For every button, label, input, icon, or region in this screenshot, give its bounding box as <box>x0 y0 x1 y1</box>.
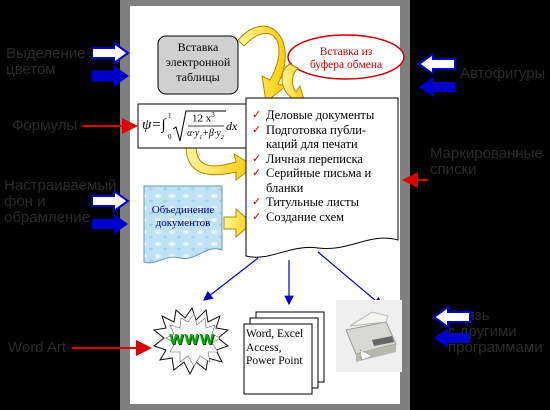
list-item-text: Титульные листы <box>266 195 360 209</box>
formula-dx: dx <box>226 119 238 133</box>
check-icon: ✓ <box>252 123 262 136</box>
check-icon: ✓ <box>252 167 262 179</box>
label-formulas: Формулы <box>12 117 78 134</box>
formula-numerator-text: 12 x <box>192 112 212 125</box>
table-insert-label: Вставка электронной таблицы <box>165 40 231 84</box>
formula: ψ=∫ 1 0 12 x3 α·y1+β·y2 dx <box>142 108 244 146</box>
checklist: ✓ Деловые документы ✓ Подготовка публи- ка… <box>252 108 394 224</box>
programs-label: Word, Excel Access, Power Point <box>246 328 304 367</box>
label-program-links: Связь с другими программами <box>448 307 543 356</box>
formula-numerator-power: 3 <box>211 111 215 119</box>
formula-lower-limit: 0 <box>168 133 172 141</box>
list-item-text: Создание схем <box>266 209 345 224</box>
list-item: ✓ Подготовка публи- каций для печати <box>252 123 394 152</box>
list-item: ✓ Создание схем <box>252 210 394 225</box>
formula-den-sub2: 2 <box>220 135 224 141</box>
merge-docs-label: Объединение документов <box>151 204 215 229</box>
block-arrow-autoshapes-blue <box>419 77 455 97</box>
label-autoshapes: Автофигуры <box>460 65 546 82</box>
label-bulleted-lists: Маркированные списки <box>430 145 543 178</box>
label-highlight: Выделение цветом <box>6 45 86 78</box>
formula-den-a: α·y <box>187 128 200 139</box>
check-icon: ✓ <box>252 152 262 165</box>
check-icon: ✓ <box>252 109 262 121</box>
formula-den-b: +β·y <box>202 128 221 139</box>
formula-upper-limit: 1 <box>168 112 172 120</box>
clipboard-insert-label: Вставка из буфера обмена <box>309 46 383 71</box>
list-item-text: Деловые документы <box>266 108 375 122</box>
formula-den-sub1: 1 <box>199 135 203 141</box>
check-icon: ✓ <box>252 210 262 223</box>
list-item: ✓ Титульные листы <box>252 195 394 210</box>
list-item-text: Личная переписка <box>266 151 363 166</box>
label-background: Настраиваемый фон и обрамление <box>4 177 117 226</box>
block-arrow-autoshapes-white <box>417 52 456 76</box>
formula-radical <box>172 109 226 143</box>
formula-denominator: α·y1+β·y2 <box>187 128 224 141</box>
list-item-text: Подготовка публи- каций для печати <box>266 122 367 152</box>
wordart-text: WWW <box>169 331 215 348</box>
formula-numerator: 12 x3 <box>192 111 215 125</box>
list-item-text: Серийные письма и бланки <box>266 166 372 195</box>
check-icon: ✓ <box>252 196 262 208</box>
list-item: ✓ Серийные письма и бланки <box>252 166 394 195</box>
formula-lhs: ψ=∫ <box>142 117 166 133</box>
list-item: ✓ Деловые документы <box>252 108 394 123</box>
list-item: ✓ Личная переписка <box>252 152 394 167</box>
label-wordart: Word Art <box>8 339 67 356</box>
